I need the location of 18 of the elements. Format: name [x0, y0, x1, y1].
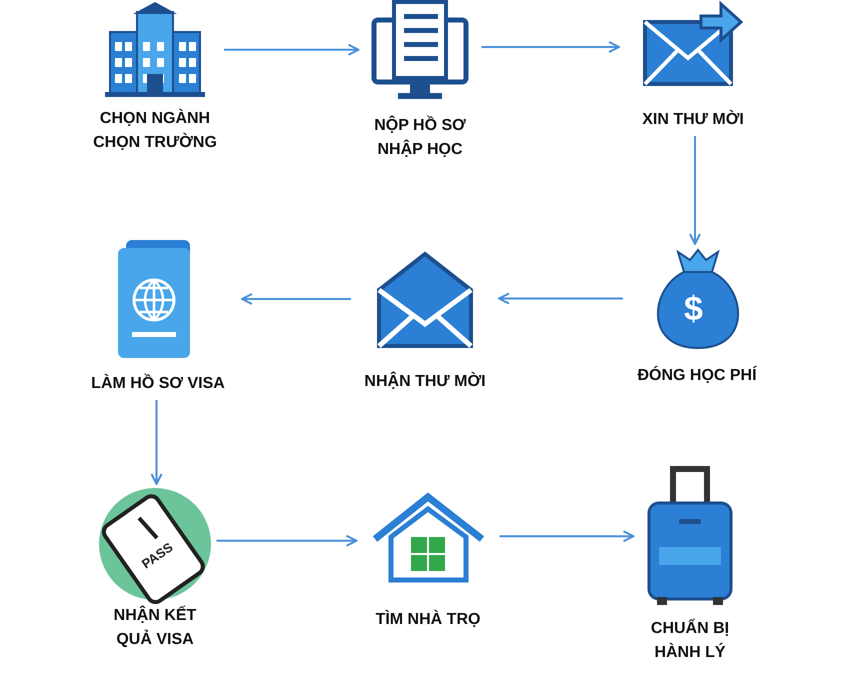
step-label: CHUẨN BỊ HÀNH LÝ [650, 618, 730, 663]
arrow [241, 293, 351, 305]
arrow [150, 400, 162, 485]
step-label: NỘP HỒ SƠ NHẬP HỌC [373, 114, 467, 160]
arrow [500, 530, 634, 542]
step-label: ĐÓNG HỌC PHÍ [636, 364, 758, 386]
arrow [216, 534, 358, 547]
arrow [482, 41, 620, 53]
arrow [689, 136, 701, 245]
step-label: NHẬN THƯ MỜI [363, 370, 487, 392]
arrow [498, 292, 623, 304]
arrow [224, 44, 360, 56]
step-label: CHỌN NGÀNH CHỌN TRƯỜNG [92, 108, 218, 153]
step-label: XIN THƯ MỜI [641, 108, 745, 130]
step-label: LÀM HỒ SƠ VISA [90, 372, 226, 394]
dollar-sign: $ [684, 290, 703, 329]
step-label: TÌM NHÀ TRỌ [374, 608, 482, 630]
step-label: NHẬN KẾT QUẢ VISA [112, 604, 198, 650]
